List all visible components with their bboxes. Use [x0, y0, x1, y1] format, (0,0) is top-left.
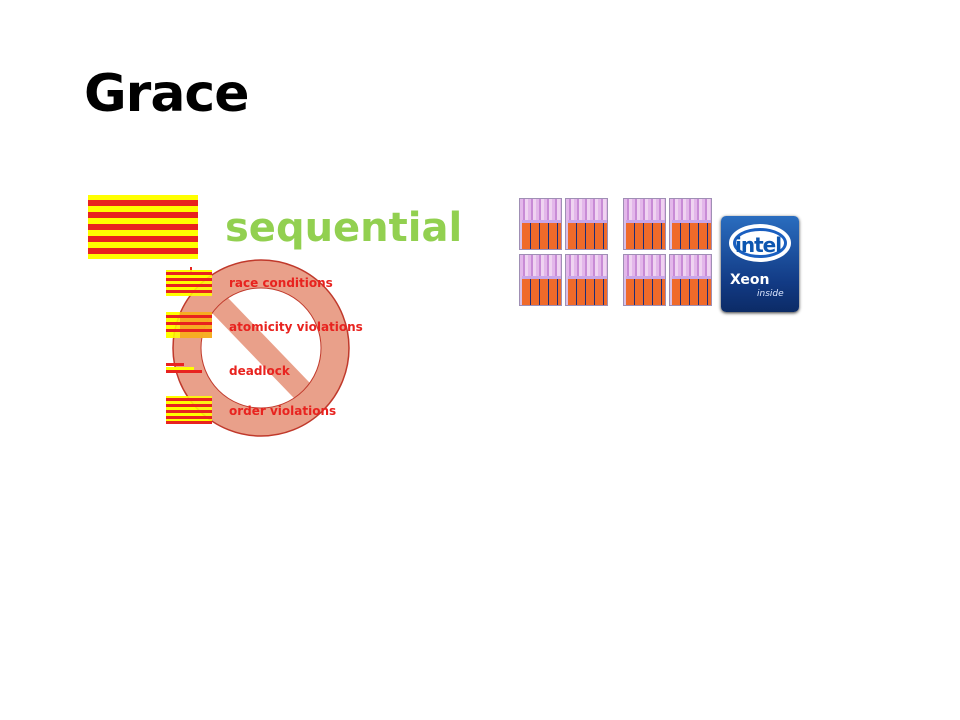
inside-tagline: inside	[757, 289, 784, 299]
cpu-die-icon	[565, 198, 608, 250]
bug-label-deadlock: deadlock	[229, 364, 290, 378]
intel-wordmark: intel	[735, 233, 782, 257]
bug-label-race-conditions: race conditions	[229, 276, 333, 290]
sequential-label: sequential	[225, 205, 463, 251]
slide-title: Grace	[84, 64, 250, 124]
cpu-die-icon	[519, 254, 562, 306]
cpu-die-icon	[623, 254, 666, 306]
cpu-die-icon	[565, 254, 608, 306]
cpu-die-icon	[623, 198, 666, 250]
intel-xeon-logo: intel Xeon inside	[721, 216, 799, 312]
cpu-die-icon	[669, 198, 712, 250]
cpu-die-icon	[669, 254, 712, 306]
xeon-wordmark: Xeon	[730, 272, 770, 288]
bug-label-atomicity-violations: atomicity violations	[229, 320, 363, 334]
cpu-die-icon	[519, 198, 562, 250]
multicore-processor-dies	[519, 198, 713, 310]
bug-label-order-violations: order violations	[229, 404, 337, 418]
